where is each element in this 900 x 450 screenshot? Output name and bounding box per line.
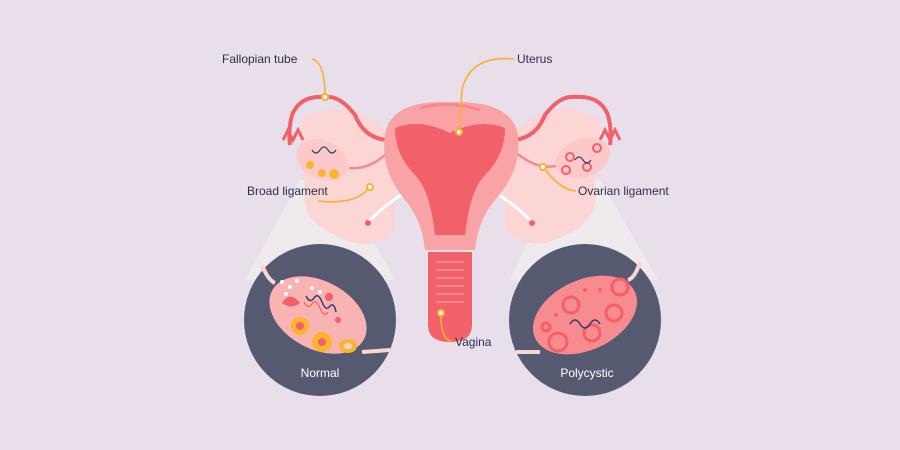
callout-fallopian-tube: Fallopian tube bbox=[222, 52, 329, 101]
callout-uterus: Uterus bbox=[455, 52, 552, 136]
ovary-left bbox=[296, 139, 389, 181]
callout-ovarian-ligament: Ovarian ligament bbox=[539, 163, 669, 198]
uterus bbox=[384, 101, 519, 250]
svg-text:Uterus: Uterus bbox=[517, 52, 552, 66]
svg-text:Fallopian tube: Fallopian tube bbox=[222, 52, 298, 66]
svg-text:Vagina: Vagina bbox=[455, 335, 492, 349]
inset-normal: Normal bbox=[244, 244, 396, 396]
svg-text:Ovarian ligament: Ovarian ligament bbox=[578, 184, 669, 198]
svg-text:Broad ligament: Broad ligament bbox=[247, 184, 328, 198]
inset-label-normal: Normal bbox=[301, 366, 340, 380]
inset-label-polycystic: Polycystic bbox=[560, 366, 613, 380]
inset-polycystic: Polycystic bbox=[509, 244, 661, 396]
callout-broad-ligament: Broad ligament bbox=[247, 183, 374, 203]
callout-vagina: Vagina bbox=[437, 309, 492, 349]
vagina bbox=[428, 252, 472, 342]
